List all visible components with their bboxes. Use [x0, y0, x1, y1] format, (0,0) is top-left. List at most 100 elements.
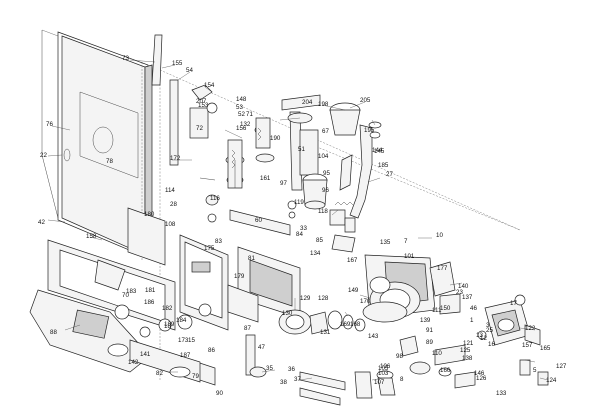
- callout-23: 23: [456, 289, 463, 296]
- callout-5: 5: [533, 367, 537, 374]
- control-panel-housing: [29, 239, 176, 373]
- callout-134: 134: [310, 250, 321, 257]
- callout-179: 179: [234, 273, 245, 280]
- callout-88: 88: [50, 329, 57, 336]
- callout-161: 161: [260, 175, 271, 182]
- callout-7: 7: [404, 238, 408, 245]
- callout-86: 86: [208, 347, 215, 354]
- callout-18: 18: [164, 323, 171, 330]
- callout-37: 37: [294, 376, 301, 383]
- leader-lines: [47, 59, 549, 381]
- callout-185: 185: [378, 162, 389, 169]
- callout-173: 173: [178, 337, 189, 344]
- rear-panel: [127, 207, 166, 266]
- callout-8: 8: [400, 376, 404, 383]
- callout-108: 108: [165, 221, 176, 228]
- callout-111: 111: [432, 307, 442, 314]
- callout-78: 78: [106, 158, 113, 165]
- callout-116: 116: [210, 195, 220, 202]
- callout-143: 143: [368, 333, 379, 340]
- callout-180: 180: [144, 211, 155, 218]
- callout-183: 183: [126, 288, 137, 295]
- hydraulic-group: [477, 294, 549, 386]
- callout-118: 118: [318, 208, 328, 215]
- callout-106: 106: [380, 363, 391, 370]
- callout-168: 168: [350, 321, 361, 328]
- callout-177: 177: [437, 265, 448, 272]
- callout-187: 187: [180, 352, 191, 359]
- callout-83: 83: [215, 238, 222, 245]
- right-pipe: [339, 121, 382, 219]
- callout-137: 137: [462, 294, 473, 301]
- callout-121: 121: [463, 340, 474, 347]
- callout-140: 140: [458, 283, 469, 290]
- callout-17: 17: [510, 300, 517, 307]
- callout-35: 35: [266, 365, 273, 372]
- callout-165: 165: [540, 345, 551, 352]
- callout-90: 90: [216, 390, 223, 397]
- callout-125: 125: [460, 347, 471, 354]
- callout-16: 16: [488, 341, 495, 348]
- callout-189: 189: [164, 321, 175, 328]
- top-pipework: [151, 34, 291, 236]
- callout-71: 71: [246, 111, 253, 118]
- callout-166: 166: [440, 367, 451, 374]
- callout-146: 146: [474, 370, 485, 377]
- callout-198: 198: [318, 101, 329, 108]
- pump-group: [362, 254, 461, 323]
- callout-27: 27: [386, 171, 393, 178]
- callout-97: 97: [280, 180, 287, 187]
- electronic-board: [179, 234, 301, 331]
- front-cover-panel: [41, 29, 153, 259]
- callout-103: 103: [378, 370, 389, 377]
- callout-84: 84: [296, 231, 303, 238]
- callout-76: 76: [46, 121, 53, 128]
- springs: [231, 127, 262, 169]
- parts-drawing: [29, 29, 549, 406]
- callout-82: 82: [156, 370, 163, 377]
- callout-138: 138: [462, 355, 473, 362]
- callout-132: 132: [240, 121, 251, 128]
- callout-172: 172: [170, 155, 181, 162]
- panel-components: [114, 303, 216, 386]
- callout-184: 184: [176, 317, 187, 324]
- callout-46: 46: [470, 305, 477, 312]
- callout-124: 124: [546, 377, 557, 384]
- callout-3: 3: [486, 322, 490, 329]
- callout-28: 28: [170, 201, 177, 208]
- callout-54: 54: [186, 67, 193, 74]
- callout-89: 89: [426, 339, 433, 346]
- callout-104: 104: [318, 153, 329, 160]
- callout-158: 158: [86, 233, 97, 240]
- callout-114: 114: [165, 187, 175, 194]
- callout-204: 204: [302, 99, 313, 106]
- callout-87: 87: [244, 325, 251, 332]
- callout-95: 95: [323, 170, 330, 177]
- callout-53: 53: [236, 104, 243, 111]
- callout-110: 110: [432, 350, 442, 357]
- callout-139: 139: [420, 317, 431, 324]
- callout-195: 195: [364, 127, 375, 134]
- callout-107: 107: [374, 379, 385, 386]
- callout-169: 169: [340, 321, 351, 328]
- callout-119: 119: [294, 199, 304, 206]
- callout-15: 15: [188, 337, 195, 344]
- callout-126: 126: [476, 375, 487, 382]
- callout-150: 150: [440, 305, 451, 312]
- pump-motor: [278, 309, 366, 335]
- callout-101: 101: [404, 253, 415, 260]
- callout-153: 153: [198, 102, 209, 109]
- callout-70: 70: [122, 292, 129, 299]
- callout-91: 91: [426, 327, 433, 334]
- callout-79: 79: [192, 373, 199, 380]
- callout-52: 52: [238, 111, 245, 118]
- callout-42: 42: [38, 219, 45, 226]
- callout-175: 175: [204, 245, 215, 252]
- callout-12: 12: [480, 335, 487, 342]
- bottom-fittings: [245, 334, 476, 406]
- callout-149: 149: [348, 287, 359, 294]
- callout-36: 36: [288, 366, 295, 373]
- callout-207: 207: [196, 98, 207, 105]
- callout-127: 127: [556, 363, 567, 370]
